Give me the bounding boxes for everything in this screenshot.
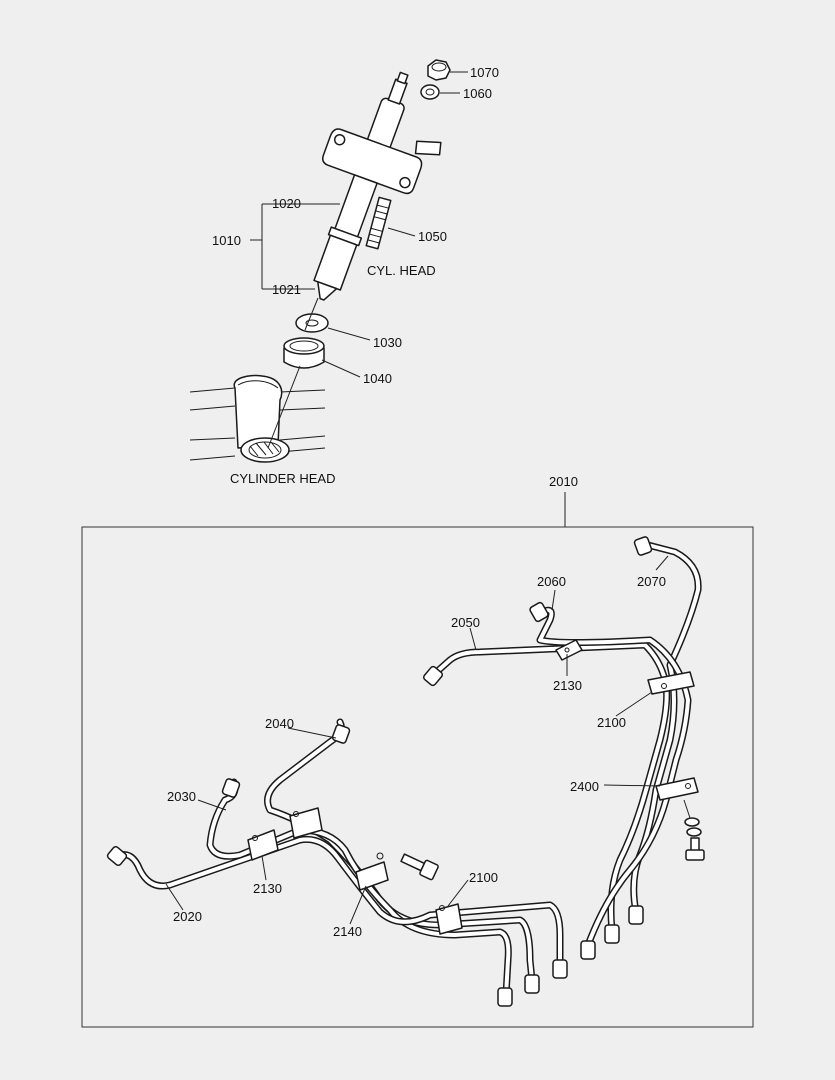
sleeve-1040 (283, 337, 325, 369)
clamp-2100-right (647, 671, 695, 695)
label-2050: 2050 (451, 615, 480, 630)
label-cylinder-head: CYLINDER HEAD (230, 471, 335, 486)
label-2100-left: 2100 (469, 870, 498, 885)
clamp-upper-left (289, 807, 323, 839)
label-2100-right: 2100 (597, 715, 626, 730)
clamp-2400 (655, 777, 699, 801)
label-2020: 2020 (173, 909, 202, 924)
clamp-2140 (355, 852, 389, 891)
clamp-2130-right (555, 639, 583, 661)
nut-1070 (427, 59, 451, 81)
bolt-2140 (400, 853, 439, 881)
injector-1010 (313, 71, 442, 301)
label-2030: 2030 (167, 789, 196, 804)
cylinder-head-sketch (189, 374, 326, 463)
clamp-2130-left (247, 829, 279, 861)
label-2140: 2140 (333, 924, 362, 939)
pipe-end-nuts (106, 536, 653, 1007)
label-1050: 1050 (418, 229, 447, 244)
injector-assembly (189, 59, 468, 463)
label-1060: 1060 (463, 86, 492, 101)
label-1070: 1070 (470, 65, 499, 80)
pipe-kit-frame (81, 526, 754, 1028)
label-1030: 1030 (373, 335, 402, 350)
washer-1060 (420, 84, 440, 100)
label-2010: 2010 (549, 474, 578, 489)
label-2060: 2060 (537, 574, 566, 589)
label-1020: 1020 (272, 196, 301, 211)
label-1010: 1010 (212, 233, 241, 248)
label-2070: 2070 (637, 574, 666, 589)
label-2040: 2040 (265, 716, 294, 731)
label-2400: 2400 (570, 779, 599, 794)
bolt-2400 (684, 817, 705, 861)
label-1040: 1040 (363, 371, 392, 386)
label-2130-right: 2130 (553, 678, 582, 693)
washer-1030 (295, 313, 329, 333)
label-2130-left: 2130 (253, 881, 282, 896)
stud-1050 (365, 196, 392, 250)
clamp-2100-left (435, 903, 463, 935)
fuel-pipes (106, 536, 705, 1007)
label-cyl-head: CYL. HEAD (367, 263, 436, 278)
label-1021: 1021 (272, 282, 301, 297)
